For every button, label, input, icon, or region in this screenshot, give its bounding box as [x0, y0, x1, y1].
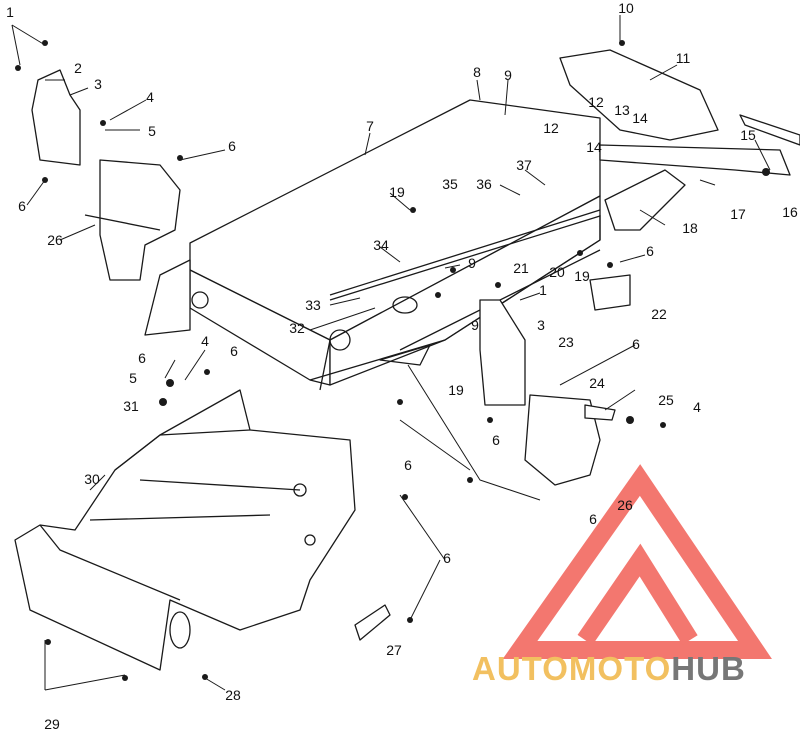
part-number-label: 13: [614, 102, 630, 118]
part-number-label: 1: [539, 282, 547, 298]
part-number-label: 9: [468, 255, 476, 271]
part-number-label: 15: [740, 127, 756, 143]
part-number-label: 9: [471, 317, 479, 333]
part-number-label: 35: [442, 176, 458, 192]
part-number-label: 11: [675, 50, 691, 66]
part-number-label: 27: [386, 642, 402, 658]
part-number-label: 26: [617, 497, 633, 513]
front-pan: [14, 389, 356, 671]
watermark-logo: [502, 464, 772, 659]
part-number-label: 32: [289, 320, 305, 336]
part-number-label: 31: [123, 398, 139, 414]
part-number-label: 21: [513, 260, 529, 276]
part-number-label: 25: [658, 392, 674, 408]
part-number-label: 3: [94, 76, 102, 92]
part-number-label: 34: [373, 237, 389, 253]
part-number-label: 23: [558, 334, 574, 350]
watermark-moto: MOTO: [568, 650, 672, 687]
fasteners: [15, 40, 770, 681]
part-number-label: 6: [228, 138, 236, 154]
part-number-label: 2: [74, 60, 82, 76]
part-number-label: 12: [588, 94, 604, 110]
part-number-label: 5: [148, 123, 156, 139]
right-brackets: [479, 274, 631, 486]
part-number-label: 14: [586, 139, 602, 155]
small-bracket: [354, 604, 391, 641]
part-number-label: 28: [225, 687, 241, 703]
part-number-label: 4: [146, 89, 154, 105]
part-number-label: 12: [543, 120, 559, 136]
part-number-label: 33: [305, 297, 321, 313]
part-number-label: 3: [537, 317, 545, 333]
part-number-label: 22: [651, 306, 667, 322]
part-number-label: 36: [476, 176, 492, 192]
part-number-label: 6: [230, 343, 238, 359]
part-number-label: 4: [693, 399, 701, 415]
watermark-hub: HUB: [671, 650, 746, 687]
part-number-label: 10: [618, 0, 634, 16]
part-number-label: 9: [504, 67, 512, 83]
part-number-label: 19: [389, 184, 405, 200]
watermark-auto: AUTO: [472, 650, 569, 687]
part-number-label: 17: [730, 206, 746, 222]
part-number-label: 37: [516, 157, 532, 173]
front-left-brackets: [31, 69, 181, 281]
part-number-label: 7: [366, 118, 374, 134]
part-number-label: 1: [6, 4, 14, 20]
watermark-text: AUTOMOTOHUB: [472, 650, 746, 688]
part-number-label: 6: [18, 198, 26, 214]
chassis-tunnel: [144, 99, 601, 391]
part-number-label: 29: [44, 716, 60, 730]
part-number-label: 6: [404, 457, 412, 473]
part-number-label: 4: [201, 333, 209, 349]
part-number-label: 6: [138, 350, 146, 366]
rear-bracket: [559, 49, 800, 231]
part-number-label: 6: [632, 336, 640, 352]
leader-lines: [11, 15, 771, 691]
part-number-label: 14: [632, 110, 648, 126]
part-number-label: 18: [682, 220, 698, 236]
part-number-label: 16: [782, 204, 798, 220]
part-number-label: 6: [589, 511, 597, 527]
part-number-label: 24: [589, 375, 605, 391]
part-number-label: 5: [129, 370, 137, 386]
part-number-label: 26: [47, 232, 63, 248]
part-number-label: 8: [473, 64, 481, 80]
part-number-label: 19: [448, 382, 464, 398]
part-number-label: 30: [84, 471, 100, 487]
part-number-label: 6: [646, 243, 654, 259]
part-number-label: 6: [443, 550, 451, 566]
part-number-label: 19: [574, 268, 590, 284]
part-number-label: 20: [549, 264, 565, 280]
part-number-label: 6: [492, 432, 500, 448]
